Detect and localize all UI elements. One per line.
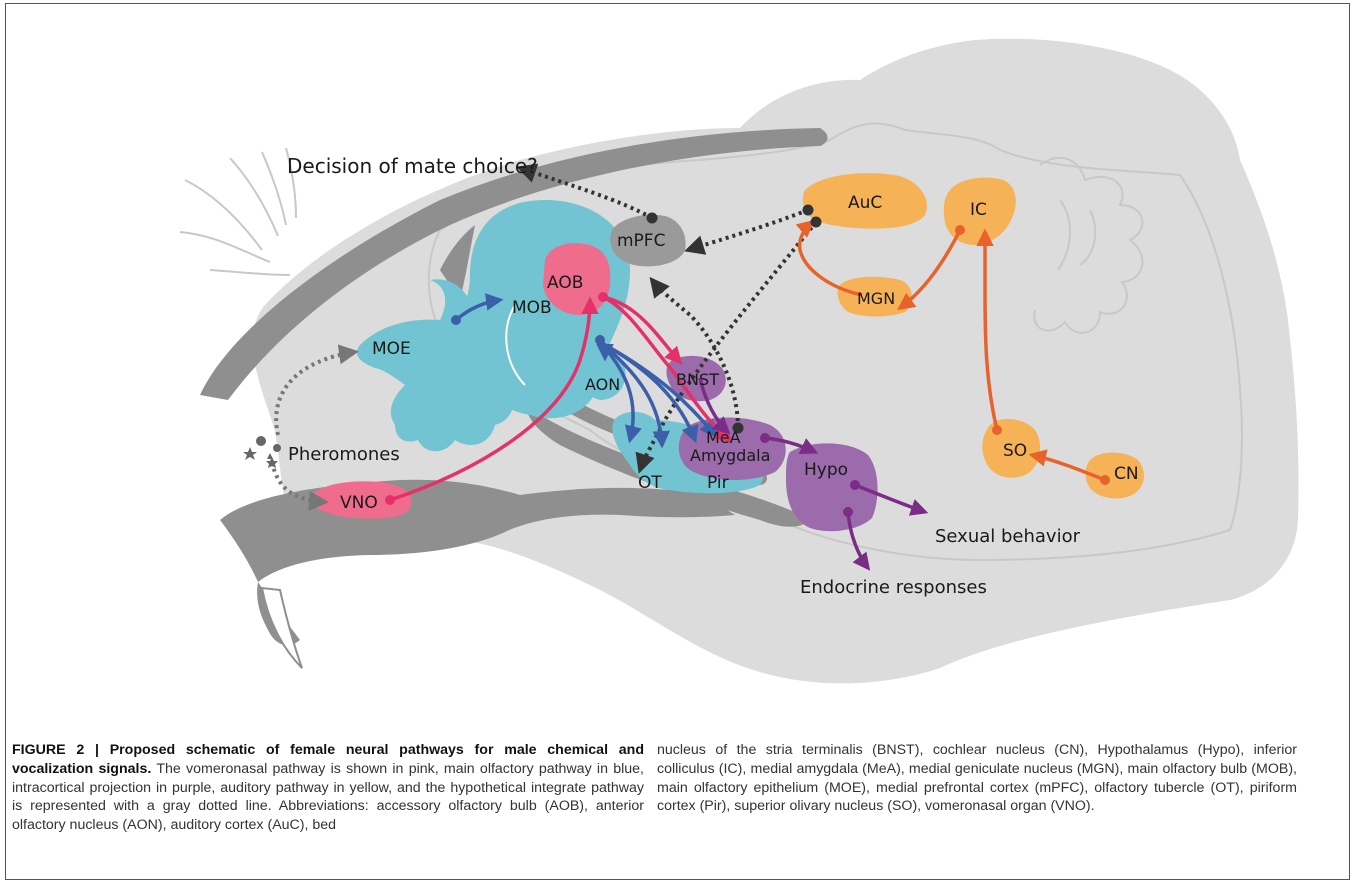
region-label-auc: AuC xyxy=(848,193,882,213)
caption-right-text: nucleus of the stria terminalis (BNST), … xyxy=(657,742,1297,814)
region-label-amygdala: Amygdala xyxy=(690,446,770,465)
endocrine-label: Endocrine responses xyxy=(800,577,987,598)
region-label-mgn: MGN xyxy=(857,289,895,308)
sexual-behavior-label: Sexual behavior xyxy=(935,526,1081,547)
region-label-bnst: BNST xyxy=(676,370,719,389)
region-label-hypo: Hypo xyxy=(804,460,848,480)
pheromones-label: Pheromones xyxy=(288,444,400,465)
region-label-so: SO xyxy=(1003,441,1027,461)
region-label-mea: MeA xyxy=(706,428,741,447)
region-label-pir: Pir xyxy=(707,473,729,493)
whiskers xyxy=(180,148,296,275)
region-label-moe: MOE xyxy=(372,339,411,359)
caption-left-column: FIGURE 2 | Proposed schematic of female … xyxy=(12,741,644,835)
region-label-ot: OT xyxy=(638,473,662,493)
region-label-ic: IC xyxy=(970,200,987,220)
neural-pathway-diagram: Decision of mate choice? Pheromones Sexu… xyxy=(0,0,1355,740)
region-label-vno: VNO xyxy=(340,493,378,513)
decision-label: Decision of mate choice? xyxy=(287,154,538,178)
pheromone-molecules-icon xyxy=(243,436,281,468)
region-label-aon: AON xyxy=(585,375,620,394)
region-label-aob: AOB xyxy=(547,273,583,293)
region-label-mob: MOB xyxy=(512,298,552,318)
region-label-mpfc: mPFC xyxy=(617,231,665,251)
region-label-cn: CN xyxy=(1114,464,1139,484)
caption-right-column: nucleus of the stria terminalis (BNST), … xyxy=(657,741,1297,816)
